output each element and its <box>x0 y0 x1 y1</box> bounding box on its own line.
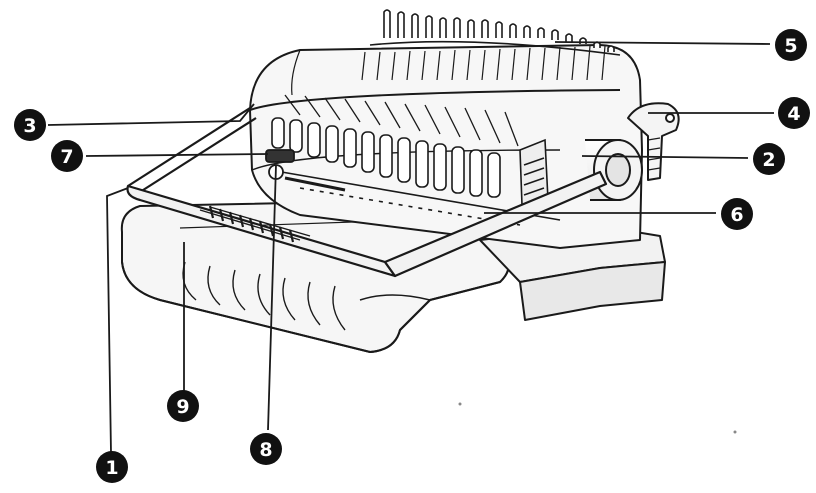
callout-number: 9 <box>176 396 189 418</box>
callout-circle <box>778 97 810 129</box>
leader-line-1 <box>106 187 129 454</box>
print-speckles <box>458 402 737 434</box>
operating-handle <box>126 107 608 278</box>
comb-pins <box>369 9 621 56</box>
callout-number: 7 <box>60 146 73 168</box>
callout-circle <box>775 29 807 61</box>
callout-markers: 1 2 3 4 5 6 7 8 9 <box>14 29 810 483</box>
callout-circle <box>167 390 199 422</box>
callout-2: 2 <box>753 143 785 175</box>
callout-9: 9 <box>167 390 199 422</box>
callout-number: 5 <box>784 35 797 57</box>
callout-number: 1 <box>105 457 118 479</box>
callout-4: 4 <box>778 97 810 129</box>
callout-3: 3 <box>14 109 46 141</box>
callout-circle <box>96 451 128 483</box>
callout-circle <box>51 140 83 172</box>
callout-circle <box>14 109 46 141</box>
callout-number: 2 <box>762 149 775 171</box>
callout-8: 8 <box>250 433 282 465</box>
callout-6: 6 <box>721 198 753 230</box>
callout-circle <box>250 433 282 465</box>
comb-width-selector <box>519 138 549 206</box>
callout-number: 3 <box>23 115 36 137</box>
callout-circle <box>721 198 753 230</box>
callout-number: 8 <box>259 439 272 461</box>
side-roller <box>585 139 643 201</box>
callout-number: 6 <box>730 204 743 226</box>
leader-line-5 <box>554 41 771 45</box>
upper-guide-fingers <box>284 94 519 147</box>
comb-opener-fingers <box>271 117 501 198</box>
callout-number: 4 <box>787 103 800 125</box>
leader-line-8 <box>267 164 277 431</box>
callout-circle <box>753 143 785 175</box>
leader-line-2 <box>581 155 749 159</box>
callout-5: 5 <box>775 29 807 61</box>
handle-lever <box>627 102 680 181</box>
top-cover <box>291 45 606 96</box>
leader-line-7 <box>85 153 269 157</box>
callout-1: 1 <box>96 451 128 483</box>
leader-line-3 <box>47 103 255 126</box>
callout-7: 7 <box>51 140 83 172</box>
leader-lines <box>47 41 774 454</box>
